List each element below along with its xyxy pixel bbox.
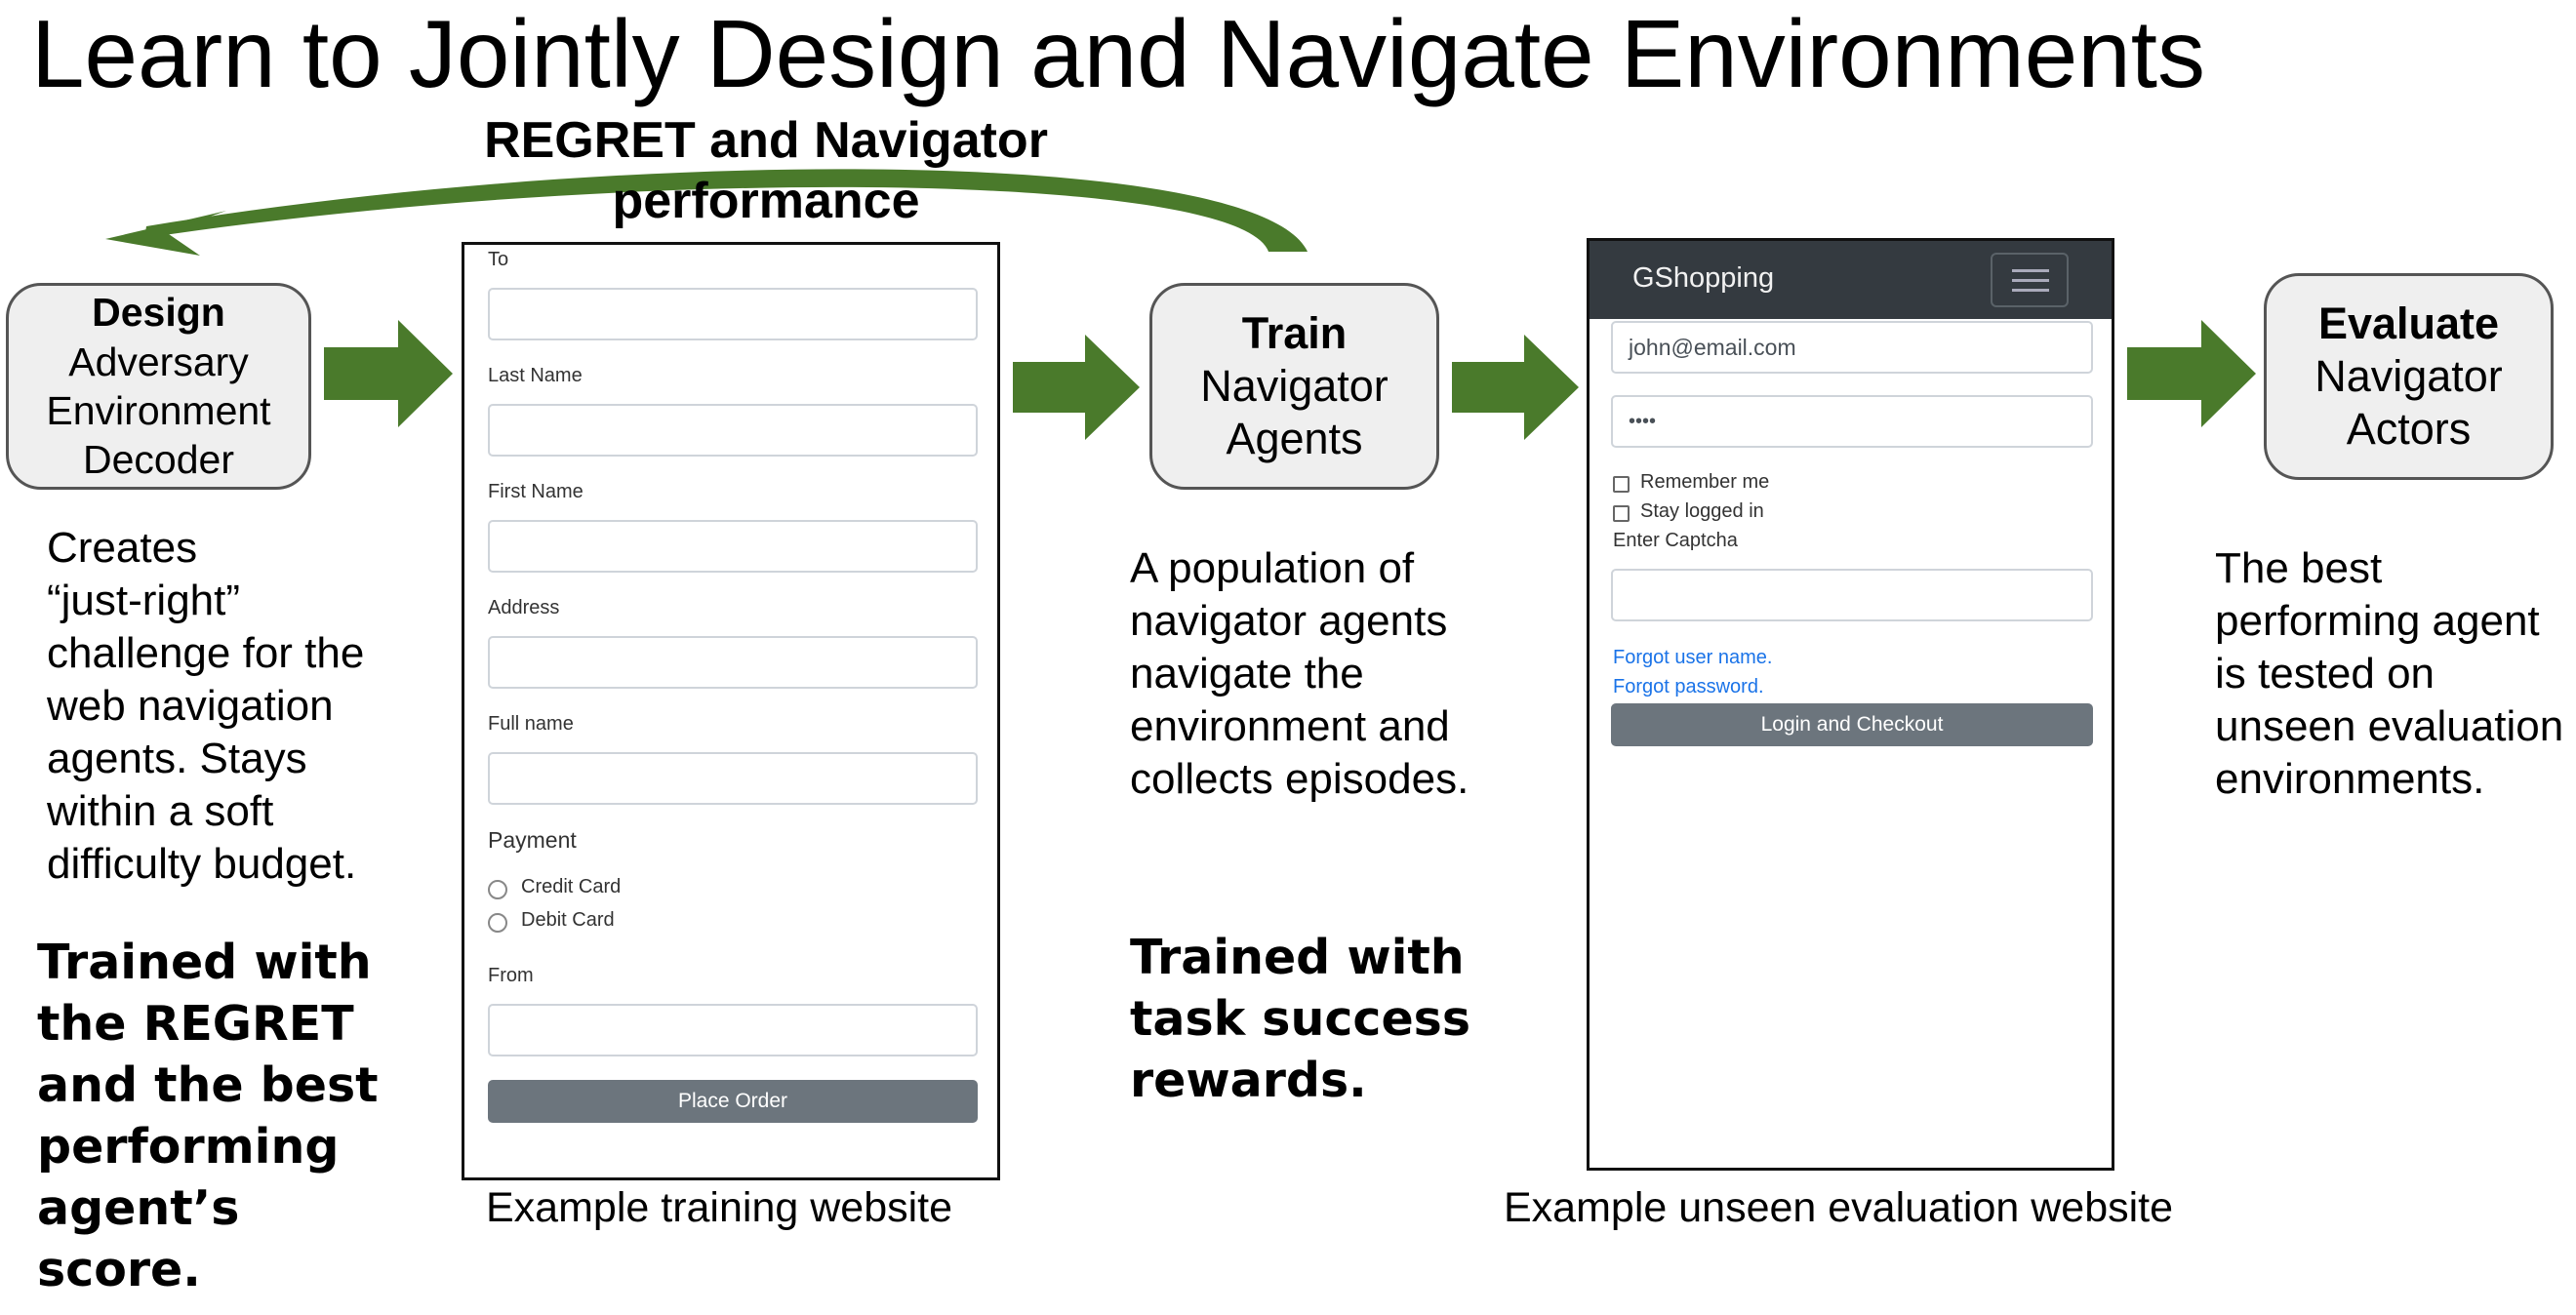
evaluate-box-line3: Actors bbox=[2346, 404, 2472, 454]
full-name-label: Full name bbox=[488, 713, 574, 735]
design-box-line3: Environment bbox=[46, 388, 271, 433]
credit-card-label: Credit Card bbox=[521, 876, 622, 897]
design-trained-line: and the best bbox=[37, 1057, 379, 1113]
page-title: Learn to Jointly Design and Navigate Env… bbox=[31, 0, 2206, 107]
design-description: Creates “just-right” challenge for the w… bbox=[47, 522, 364, 891]
address-label: Address bbox=[488, 597, 560, 618]
train-navigator-box: Train Navigator Agents bbox=[1149, 283, 1439, 490]
design-trained-line: score. bbox=[37, 1242, 201, 1297]
from-label: From bbox=[488, 965, 534, 986]
captcha-label: Enter Captcha bbox=[1613, 530, 1738, 551]
evaluate-desc-line: is tested on bbox=[2215, 650, 2435, 697]
design-box-line4: Decoder bbox=[83, 437, 234, 483]
evaluation-website-mockup: GShopping john@email.com •••• Remember m… bbox=[1587, 238, 2114, 1171]
email-input[interactable]: john@email.com bbox=[1611, 321, 2093, 374]
evaluate-description: The best performing agent is tested on u… bbox=[2215, 542, 2563, 806]
design-desc-line: web navigation bbox=[47, 682, 334, 730]
train-box-heading: Train bbox=[1241, 308, 1348, 358]
eval-navbar: GShopping bbox=[1590, 241, 2112, 319]
to-input[interactable] bbox=[488, 288, 978, 340]
remember-me-checkbox[interactable] bbox=[1613, 476, 1630, 493]
train-box-line2: Navigator bbox=[1200, 361, 1389, 411]
design-desc-line: “just-right” bbox=[47, 577, 241, 624]
evaluate-desc-line: The best bbox=[2215, 544, 2383, 592]
first-name-label: First Name bbox=[488, 481, 584, 502]
feedback-curved-arrow bbox=[105, 169, 1308, 256]
train-trained-line: task success bbox=[1130, 991, 1471, 1047]
evaluate-navigator-box: Evaluate Navigator Actors bbox=[2264, 273, 2554, 480]
train-trained-line: Trained with bbox=[1130, 930, 1465, 985]
design-adversary-box: Design Adversary Environment Decoder bbox=[6, 283, 311, 490]
training-website-mockup: To Last Name First Name Address Full nam… bbox=[462, 242, 1000, 1180]
train-desc-line: navigator agents bbox=[1130, 597, 1448, 645]
debit-card-label: Debit Card bbox=[521, 909, 615, 931]
training-website-caption: Example training website bbox=[486, 1184, 953, 1231]
train-desc-line: A population of bbox=[1130, 544, 1415, 592]
design-box-line2: Adversary bbox=[68, 339, 249, 384]
arrow-train-to-eval-site bbox=[1452, 335, 1579, 440]
hamburger-menu-icon[interactable] bbox=[1991, 253, 2069, 307]
train-box-line3: Agents bbox=[1226, 414, 1363, 463]
place-order-button[interactable]: Place Order bbox=[488, 1080, 978, 1123]
train-desc-line: environment and bbox=[1130, 702, 1450, 750]
design-desc-line: within a soft bbox=[47, 787, 274, 835]
evaluate-desc-line: performing agent bbox=[2215, 597, 2540, 645]
feedback-arrow-body bbox=[144, 169, 1308, 252]
payment-label: Payment bbox=[488, 827, 577, 853]
evaluation-website-caption: Example unseen evaluation website bbox=[1504, 1184, 2174, 1231]
remember-me-label: Remember me bbox=[1640, 471, 1770, 493]
train-description: A population of navigator agents navigat… bbox=[1130, 542, 1469, 806]
arrow-design-to-site bbox=[324, 320, 453, 427]
debit-card-radio[interactable] bbox=[488, 913, 507, 933]
design-trained-line: Trained with bbox=[37, 935, 372, 990]
address-input[interactable] bbox=[488, 636, 978, 689]
design-desc-line: agents. Stays bbox=[47, 735, 307, 782]
design-training-note: Trained with the REGRET and the best per… bbox=[37, 932, 379, 1300]
captcha-input[interactable] bbox=[1611, 569, 2093, 621]
feedback-label: REGRET and Navigator performance bbox=[484, 112, 1048, 230]
first-name-input[interactable] bbox=[488, 520, 978, 573]
from-input[interactable] bbox=[488, 1004, 978, 1056]
train-desc-line: navigate the bbox=[1130, 650, 1364, 697]
last-name-input[interactable] bbox=[488, 404, 978, 457]
design-trained-line: performing bbox=[37, 1119, 340, 1175]
to-label: To bbox=[488, 249, 509, 270]
password-input[interactable]: •••• bbox=[1611, 395, 2093, 448]
design-desc-line: challenge for the bbox=[47, 629, 365, 677]
design-box-heading: Design bbox=[92, 290, 225, 336]
evaluate-desc-line: unseen evaluation bbox=[2215, 702, 2564, 750]
train-desc-line: collects episodes. bbox=[1130, 755, 1469, 803]
gshopping-brand[interactable]: GShopping bbox=[1632, 262, 1775, 294]
design-desc-line: Creates bbox=[47, 524, 198, 572]
design-trained-line: agent’s bbox=[37, 1180, 240, 1236]
forgot-password-link[interactable]: Forgot password. bbox=[1613, 676, 1764, 697]
full-name-input[interactable] bbox=[488, 752, 978, 805]
login-checkout-button[interactable]: Login and Checkout bbox=[1611, 703, 2093, 746]
design-trained-line: the REGRET bbox=[37, 996, 354, 1052]
train-trained-line: rewards. bbox=[1130, 1053, 1367, 1108]
arrow-eval-site-to-evaluate bbox=[2127, 320, 2256, 427]
evaluate-box-heading: Evaluate bbox=[2317, 299, 2500, 348]
train-training-note: Trained with task success rewards. bbox=[1130, 927, 1470, 1111]
stay-logged-in-checkbox[interactable] bbox=[1613, 505, 1630, 522]
evaluate-desc-line: environments. bbox=[2215, 755, 2485, 803]
feedback-arrow-head bbox=[105, 211, 226, 256]
evaluate-box-line2: Navigator bbox=[2314, 351, 2503, 401]
stay-logged-in-label: Stay logged in bbox=[1640, 500, 1764, 522]
arrow-site-to-train bbox=[1013, 335, 1140, 440]
forgot-username-link[interactable]: Forgot user name. bbox=[1613, 647, 1773, 668]
design-desc-line: difficulty budget. bbox=[47, 840, 357, 888]
credit-card-radio[interactable] bbox=[488, 880, 507, 899]
last-name-label: Last Name bbox=[488, 365, 583, 386]
